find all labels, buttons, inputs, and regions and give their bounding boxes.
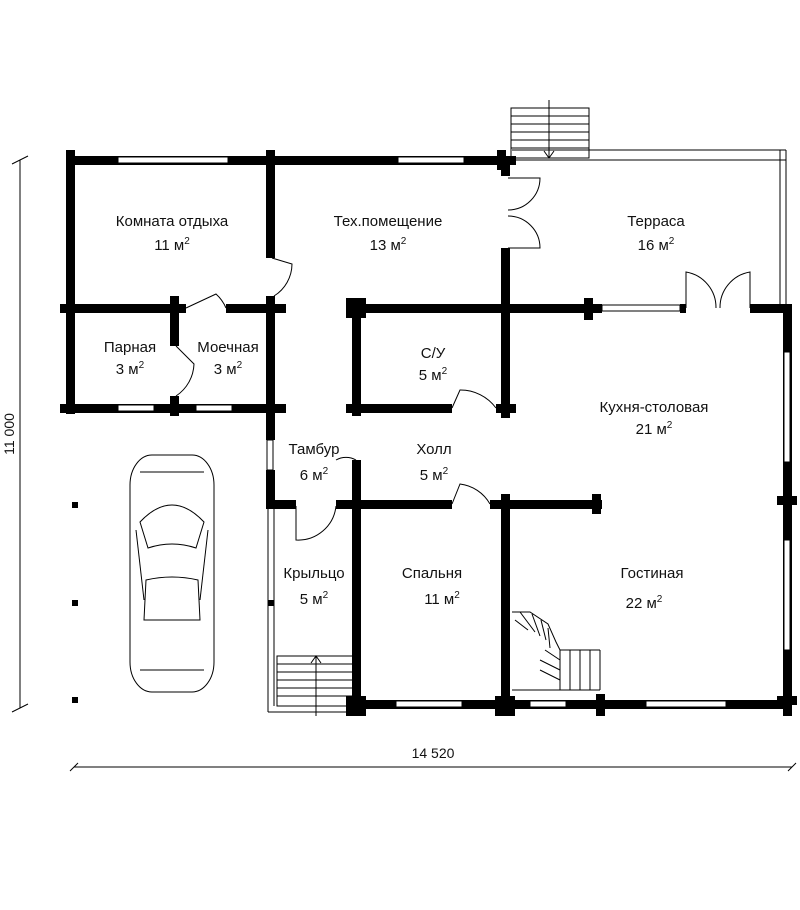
height-dimension: 11 000 — [1, 413, 17, 455]
windows — [117, 156, 791, 708]
room-name-porch: Крыльцо — [283, 565, 344, 582]
room-name-terrace: Терраса — [627, 213, 685, 230]
room-area-terrace: 16 м2 — [638, 236, 675, 254]
window — [645, 700, 727, 708]
room-name-hall: Холл — [416, 441, 451, 458]
room-name-rest-room: Комната отдыха — [116, 213, 229, 230]
room-area-wash-room: 3 м2 — [214, 360, 243, 378]
room-labels: Комната отдыха 11 м2 Тех.помещение 13 м2… — [104, 213, 709, 612]
width-dimension: 14 520 — [412, 745, 455, 761]
window — [117, 156, 229, 164]
window — [395, 700, 463, 708]
interior-staircase — [512, 611, 601, 691]
terrace-steps — [510, 100, 590, 159]
window — [397, 156, 465, 164]
dimension-lines: 11 000 14 520 — [1, 155, 797, 772]
window — [195, 404, 233, 412]
room-name-living-room: Гостиная — [621, 565, 684, 582]
room-area-bedroom: 11 м2 — [424, 590, 460, 608]
room-name-steam-room: Парная — [104, 339, 156, 356]
carport-posts — [72, 502, 274, 703]
window — [601, 304, 681, 312]
walls — [60, 150, 797, 716]
window — [117, 404, 155, 412]
room-area-porch: 5 м2 — [300, 590, 329, 608]
window — [783, 539, 791, 651]
room-area-kitchen-dining: 21 м2 — [636, 420, 673, 438]
room-name-wash-room: Моечная — [197, 339, 258, 356]
window — [529, 700, 567, 708]
room-area-rest-room: 11 м2 — [154, 236, 190, 254]
room-name-vestibule: Тамбур — [289, 441, 340, 458]
room-name-wc: С/У — [421, 345, 446, 362]
room-area-tech-room: 13 м2 — [370, 236, 407, 254]
room-area-living-room: 22 м2 — [626, 594, 663, 612]
room-area-vestibule: 6 м2 — [300, 466, 329, 484]
room-area-hall: 5 м2 — [420, 466, 449, 484]
window — [266, 439, 274, 471]
room-name-kitchen-dining: Кухня-столовая — [600, 399, 709, 416]
room-name-tech-room: Тех.помещение — [334, 213, 443, 230]
window — [783, 351, 791, 463]
room-area-steam-room: 3 м2 — [116, 360, 145, 378]
room-area-wc: 5 м2 — [419, 366, 448, 384]
room-name-bedroom: Спальня — [402, 565, 462, 582]
car-icon — [129, 454, 215, 693]
doors — [175, 177, 751, 541]
thin-outlines — [267, 149, 787, 713]
porch-steps — [276, 655, 356, 716]
